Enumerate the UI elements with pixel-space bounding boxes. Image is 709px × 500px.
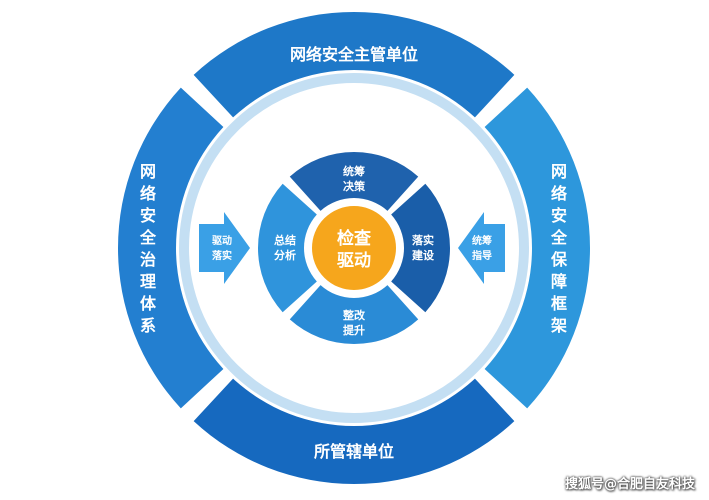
vert-right-char: 框 [551,294,567,313]
vert-right-char: 障 [551,272,567,291]
arrow-left-label-line1: 驱动 [212,234,232,247]
outer-sector-bottom [193,378,515,484]
vert-right-char: 保 [550,250,568,269]
inner-sector-right [391,183,450,313]
vert-left-char: 治 [140,250,156,269]
inner-label-top-line2: 决策 [343,179,366,193]
inner-label-top-line1: 统筹 [343,164,365,178]
vert-right-char: 安 [551,206,567,225]
arrow-right-label-line2: 指导 [472,249,492,262]
vert-right-char: 网 [551,162,567,181]
inner-sector-top [289,151,419,211]
outer-label-top: 网络安全主管单位 [290,45,418,64]
vert-right-char: 全 [550,228,568,247]
arrow-left-icon [458,212,505,284]
vert-right-char: 络 [551,184,567,203]
arrow-left-label-line2: 落实 [212,249,232,262]
vert-left-char: 网 [140,162,156,181]
vert-left-char: 理 [140,272,156,291]
vert-left-char: 安 [140,206,156,225]
vert-left-char: 全 [139,228,157,247]
watermark: 搜狐号@合肥自友科技 [564,477,695,492]
outer-sector-left [118,87,224,409]
vert-right-char: 架 [550,316,567,335]
center-circle [308,202,400,294]
center-label-line1: 检查 [337,228,372,249]
inner-label-bottom-line1: 整改 [342,308,366,322]
inner-label-left-line1: 总结 [274,233,296,247]
arrow-right-icon [199,212,250,284]
vert-left-char: 体 [140,294,157,313]
inner-label-left-line2: 分析 [274,248,296,262]
arrow-right-label-line1: 统筹 [472,234,492,247]
outer-label-bottom: 所管辖单位 [314,442,394,461]
inner-label-bottom-line2: 提升 [343,323,365,337]
outer-sector-right [484,87,591,409]
inner-label-right-line2: 建设 [412,248,435,262]
inner-sector-bottom [289,285,419,344]
center-label-line2: 驱动 [337,251,371,271]
vert-left-char: 系 [140,316,156,335]
inner-label-right-line1: 落实 [412,233,434,247]
outer-sector-top [193,12,515,118]
vert-left-char: 络 [140,184,156,203]
middle-ring [179,73,529,423]
inner-sector-left [258,183,317,313]
